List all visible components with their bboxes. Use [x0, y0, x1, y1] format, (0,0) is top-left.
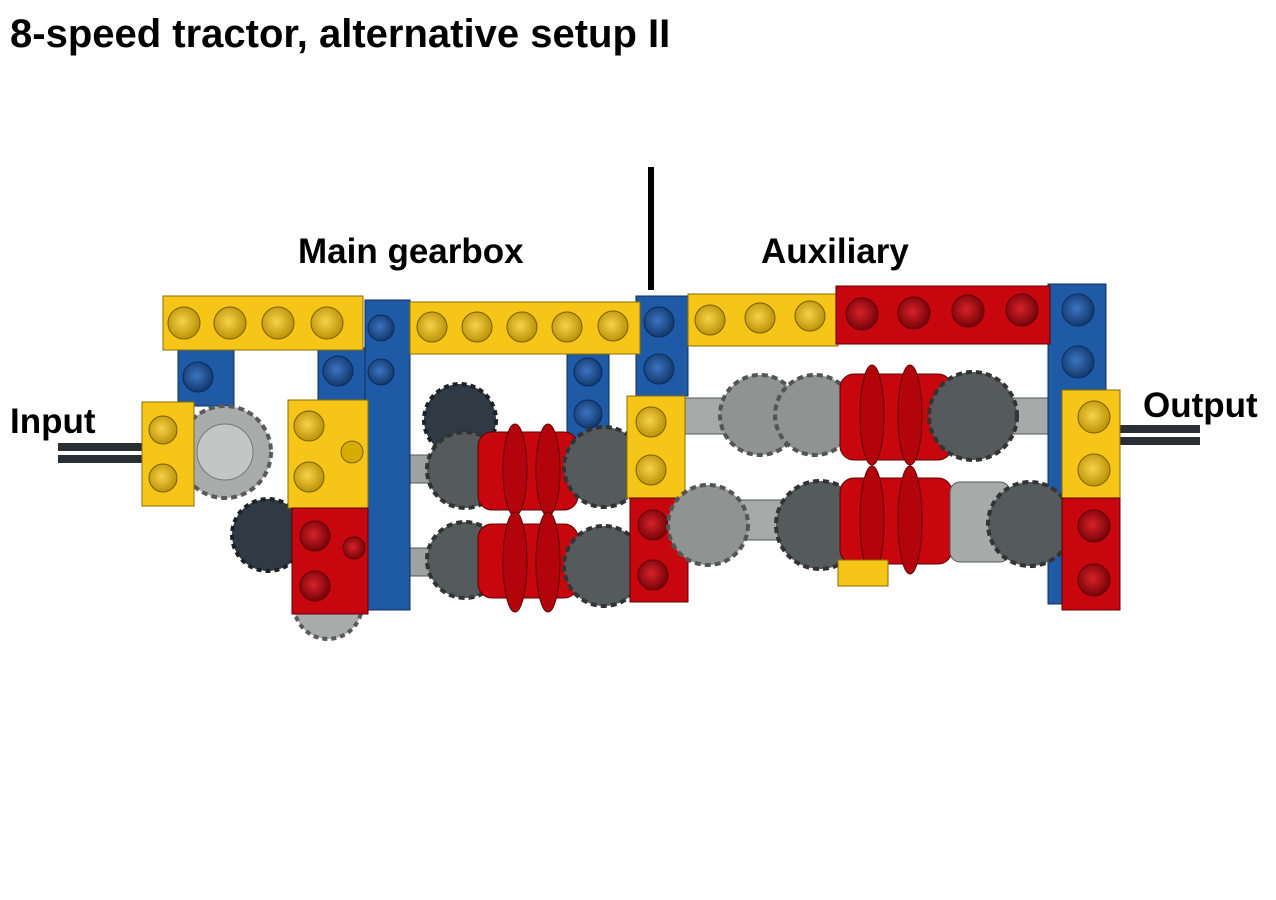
input-label: Input: [10, 402, 96, 441]
aux-lower-gear-train: [666, 465, 1074, 575]
top-yellow-beam-right: [687, 293, 839, 347]
output-label: Output: [1143, 386, 1258, 425]
aux-upper-gear-train: [718, 364, 1019, 466]
top-yellow-beam-middle: [409, 301, 641, 355]
input-axle: [58, 443, 208, 463]
main-gearbox-label: Main gearbox: [298, 232, 524, 271]
output-axle: [1110, 425, 1200, 445]
top-red-beam: [835, 285, 1051, 345]
output-support-block: [1061, 389, 1121, 611]
input-support-block: [141, 401, 195, 507]
main-upper-gear-train: [425, 423, 646, 517]
top-yellow-beam-left: [162, 295, 364, 351]
auxiliary-label: Auxiliary: [761, 232, 909, 271]
main-left-block: [287, 399, 369, 615]
blue-plate: [364, 299, 411, 611]
section-divider: [648, 167, 654, 290]
main-lower-gear-train: [425, 511, 646, 613]
aux-small-yellow-block: [837, 559, 889, 587]
page-title: 8-speed tractor, alternative setup II: [10, 12, 671, 56]
